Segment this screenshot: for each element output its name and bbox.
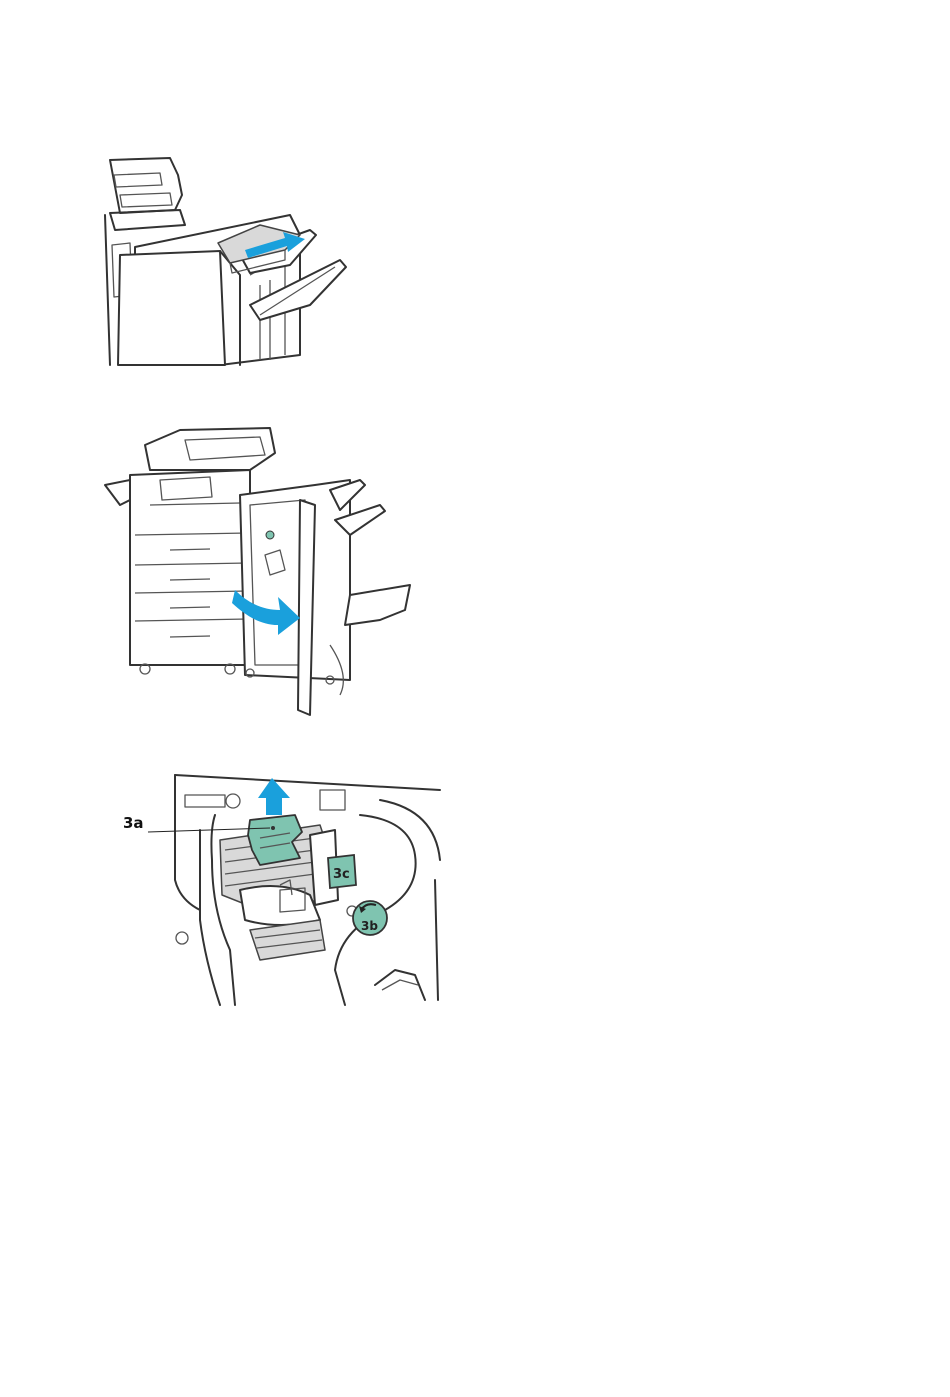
callout-3c-label: 3c bbox=[333, 867, 350, 882]
callout-3b-label: 3b bbox=[361, 919, 378, 933]
callout-3a-label: 3a bbox=[123, 814, 144, 832]
arrow-up-icon bbox=[258, 778, 290, 815]
rotate-knob-icon: 3b bbox=[353, 901, 387, 935]
stapler-unit-illustration: 3c 3b bbox=[120, 770, 445, 1010]
printer-output-tray-illustration bbox=[100, 155, 360, 370]
figure-finisher-door bbox=[100, 425, 415, 720]
figure-stapler-unit: 3c 3b 3a bbox=[120, 770, 445, 1010]
finisher-door-open-illustration bbox=[100, 425, 415, 720]
figure-output-tray bbox=[100, 155, 360, 370]
